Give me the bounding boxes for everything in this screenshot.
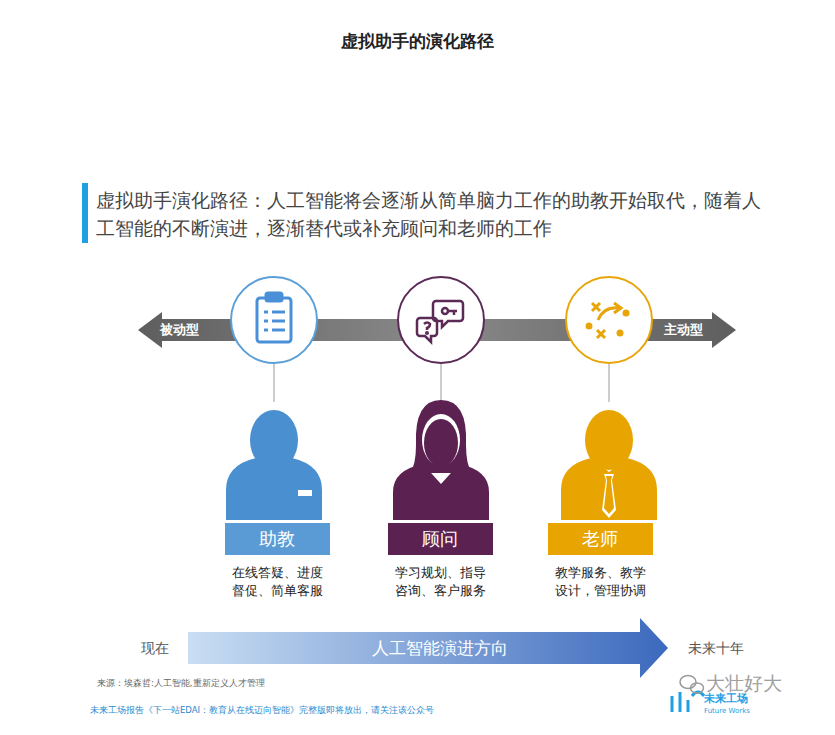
logo-name: 未来工场 [704, 692, 764, 706]
role-description: 在线答疑、进度 督促、简单客服 [227, 564, 327, 600]
leader-lines [274, 364, 609, 402]
role-box: 助教在线答疑、进度 督促、简单客服 [225, 523, 330, 600]
strategy-icon [586, 303, 630, 338]
logo-english: Future Works [704, 707, 774, 716]
role-title: 顾问 [388, 523, 493, 555]
teacher-figure [561, 410, 657, 520]
wechat-icon [680, 676, 704, 694]
role-box: 老师教学服务、教学 设计，管理协调 [548, 523, 653, 600]
source-note: 来源：埃森哲:人工智能,重新定义人才管理 [97, 678, 497, 689]
active-label: 主动型 [664, 321, 724, 338]
clipboard-icon [257, 293, 291, 342]
now-label: 现在 [130, 639, 180, 657]
role-title: 助教 [225, 523, 330, 555]
evolution-label: 人工智能演进方向 [300, 637, 580, 659]
icon-circle [398, 277, 484, 363]
chat-icon [417, 301, 463, 342]
logo-mark [672, 692, 704, 712]
role-description: 教学服务、教学 设计，管理协调 [550, 564, 650, 600]
advisor-figure [393, 400, 489, 520]
future-label: 未来十年 [676, 639, 756, 657]
icon-circle [231, 277, 317, 363]
assistant-figure [226, 410, 322, 520]
callout-text: 虚拟助手演化路径：人工智能将会逐渐从简单脑力工作的助教开始取代，随着人工智能的不… [96, 186, 776, 242]
title: 虚拟助手的演化路径 [0, 30, 835, 53]
passive-label: 被动型 [160, 321, 220, 338]
evolution-arrow [188, 618, 668, 678]
role-box: 顾问学习规划、指导 咨询、客户服务 [388, 523, 493, 600]
role-title: 老师 [548, 523, 653, 555]
footer-note: 未来工场报告《下一站EDAI：教育从在线迈向智能》完整版即将放出，请关注该公众号 [90, 705, 650, 716]
callout-bar [82, 183, 88, 243]
role-description: 学习规划、指导 咨询、客户服务 [390, 564, 490, 600]
icon-circle [566, 277, 652, 363]
